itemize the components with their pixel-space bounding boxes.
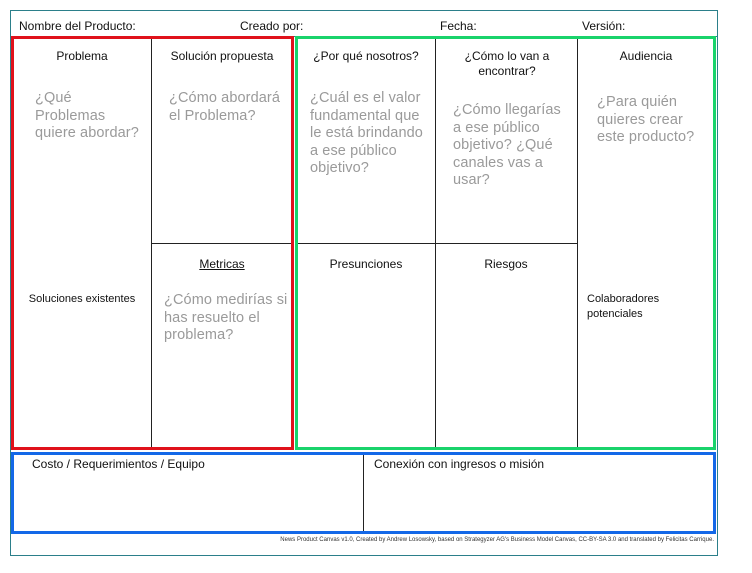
risks-title: Riesgos	[484, 257, 528, 271]
footer-credit: News Product Canvas v1.0, Created by And…	[280, 537, 714, 543]
version-label: Versión:	[582, 19, 626, 33]
why-us-prompt: ¿Cuál es el valor fundamental que le est…	[310, 90, 423, 176]
costs-revenue-group	[11, 452, 716, 534]
audience-title: Audiencia	[619, 49, 673, 63]
how-find-title: ¿Cómo lo van a encontrar?	[464, 49, 550, 78]
divider-costs-revenue	[363, 455, 364, 532]
costs-title: Costo / Requerimientos / Equipo	[32, 457, 205, 471]
divider-whyus-howfind	[435, 38, 436, 450]
proposed-solution-prompt: ¿Cómo abordará el Problema?	[169, 90, 281, 124]
divider-problem-solution	[151, 38, 152, 450]
collaborators-title: Colaboradores potenciales	[587, 293, 660, 320]
revenue-title: Conexión con ingresos o misión	[374, 457, 545, 471]
existing-solutions-title: Soluciones existentes	[28, 293, 136, 305]
why-us-title: ¿Por qué nosotros?	[313, 49, 419, 63]
value-audience-group	[295, 36, 716, 450]
problem-prompt: ¿Qué Problemas quiere abordar?	[35, 90, 139, 141]
proposed-solution-title: Solución propuesta	[170, 49, 274, 63]
assumptions-title: Presunciones	[329, 257, 403, 271]
date-label: Fecha:	[440, 19, 477, 33]
canvas-frame	[10, 10, 718, 556]
metrics-title: Metricas	[199, 257, 245, 271]
how-find-prompt: ¿Cómo llegarías a ese público objetivo? …	[453, 102, 561, 188]
divider-howfind-audience	[577, 38, 578, 450]
problem-title: Problema	[56, 49, 108, 63]
created-by-label: Creado por:	[240, 19, 304, 33]
divider-solution-metrics	[151, 243, 293, 244]
product-name-label: Nombre del Producto:	[19, 19, 136, 33]
divider-top-bottom-middle	[297, 243, 577, 244]
metrics-prompt: ¿Cómo medirías si has resuelto el proble…	[164, 292, 288, 343]
problem-solution-group	[11, 36, 294, 450]
audience-prompt: ¿Para quién quieres crear este producto?	[597, 94, 695, 145]
